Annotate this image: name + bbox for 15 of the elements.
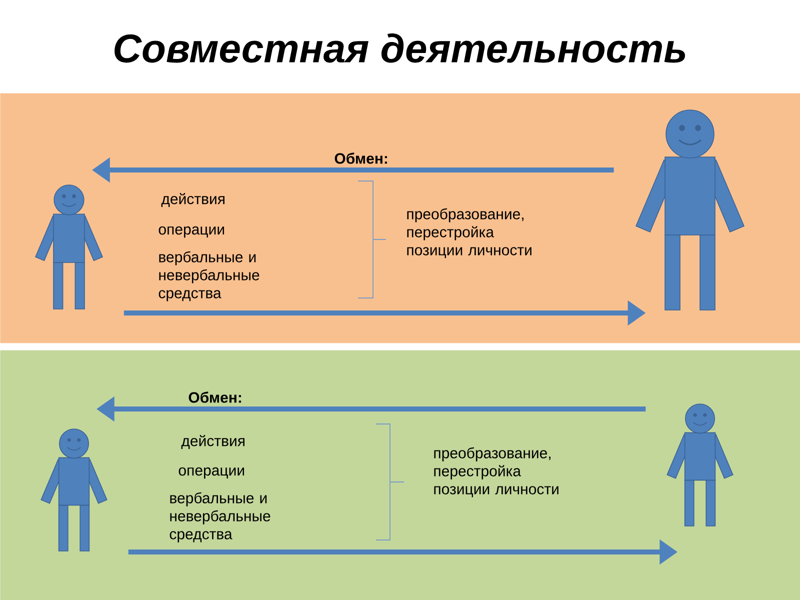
exchange-label: Обмен: <box>334 152 387 164</box>
panel <box>0 350 800 600</box>
title: Совместная деятельность <box>114 33 686 63</box>
panel <box>0 93 800 344</box>
text-label: операции <box>178 467 244 479</box>
text-label: действия <box>161 192 224 208</box>
text-label: преобразование, перестройка позиции личности <box>434 447 558 498</box>
text-label: действия <box>181 434 244 450</box>
exchange-label: Обмен: <box>188 392 241 403</box>
text-label: вербальные и невербальные средства <box>158 251 260 302</box>
person-figure <box>666 404 734 526</box>
text-label: операции <box>158 226 224 238</box>
text-label: преобразование, перестройка позиции личности <box>407 208 532 258</box>
text-label: вербальные и невербальные средства <box>170 492 270 542</box>
person-figure <box>40 428 108 552</box>
